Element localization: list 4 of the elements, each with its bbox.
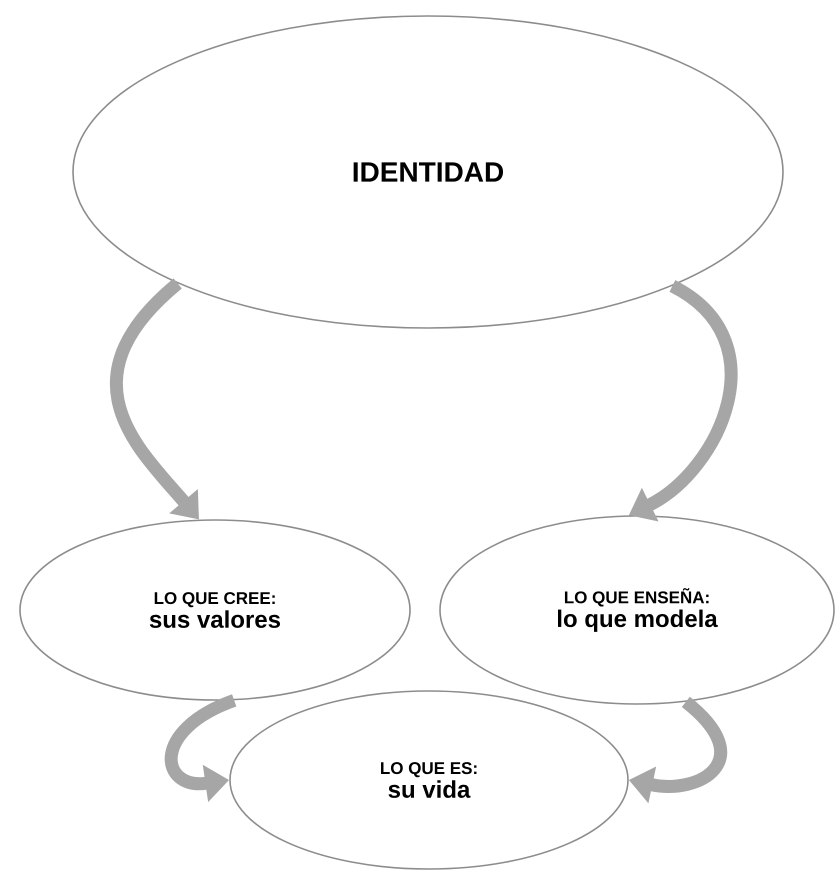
ellipse-node: LO QUE ES: su vida: [229, 690, 629, 870]
ellipse-node: IDENTIDAD: [72, 15, 784, 329]
ellipse-node: LO QUE CREE: sus valores: [19, 519, 411, 701]
ellipse-node: LO QUE ENSEÑA: lo que modela: [439, 515, 835, 705]
